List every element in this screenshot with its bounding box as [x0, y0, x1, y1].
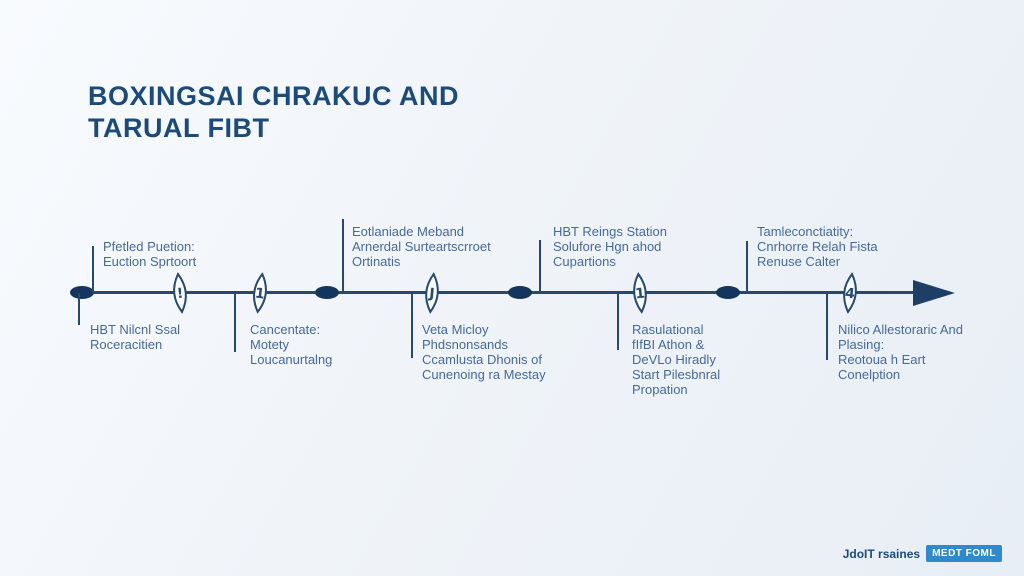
timeline-node: [70, 286, 94, 299]
timeline-node: [315, 286, 339, 299]
marker-glyph: 1: [254, 285, 266, 302]
page-title-line-1: BOXINGSAI CHRAKUC AND: [88, 81, 460, 111]
page-title-line-2: TARUAL FIBT: [88, 113, 270, 144]
timeline-top-label: HBT Reings Station Solufore Hgn ahod Cup…: [553, 224, 667, 269]
connector-tick-down: [826, 293, 828, 360]
milestone-marker-icon: J: [425, 272, 439, 314]
timeline-top-label: Tamleconctiatity: Cnrhorre Relah Fista R…: [757, 224, 878, 269]
label-line: Solufore Hgn ahod: [553, 239, 662, 254]
footer: JdoIT rsaines MEDT FOML: [843, 545, 1002, 562]
label-line: Eotlaniade Meband: [352, 224, 465, 239]
label-line: Pfetled Puetion:: [103, 239, 195, 254]
timeline-top-label: Eotlaniade Meband Arnerdal Surteartscrro…: [352, 224, 491, 269]
timeline-bottom-label: Nilico Allestoraric And Plasing: Reotoua…: [838, 322, 963, 382]
label-line: Propation: [632, 382, 688, 397]
timeline-node: [716, 286, 740, 299]
label-line: Tamleconctiatity:: [757, 224, 854, 239]
label-line: Loucanurtalng: [250, 352, 333, 367]
label-line: Ccamlusta Dhonis of: [422, 352, 542, 367]
label-line: fIfBI Athon &: [632, 337, 705, 352]
footer-badge: MEDT FOML: [926, 545, 1002, 562]
connector-tick-up: [92, 246, 94, 293]
milestone-marker-icon: 1: [253, 272, 267, 314]
label-line: Ortinatis: [352, 254, 401, 269]
timeline-axis: [72, 291, 917, 294]
marker-glyph: 1: [635, 286, 646, 303]
label-line: Cnrhorre Relah Fista: [757, 239, 878, 254]
connector-tick-down: [411, 293, 413, 358]
connector-tick-up: [539, 240, 541, 293]
label-line: Rasulational: [632, 322, 704, 337]
connector-tick-down: [78, 293, 80, 325]
marker-glyph: J: [428, 286, 436, 302]
timeline-bottom-label: Veta Micloy Phdsnonsands Ccamlusta Dhoni…: [422, 322, 546, 382]
label-line: HBT Nilcnl Ssal: [90, 322, 181, 337]
label-line: Reotoua h Eart: [838, 352, 926, 367]
label-line: DeVLo Hiradly: [632, 352, 716, 367]
milestone-marker-icon: 1: [633, 272, 647, 314]
connector-tick-down: [234, 293, 236, 352]
label-line: Motety: [250, 337, 290, 352]
label-line: Cunenoing ra Mestay: [422, 367, 546, 382]
connector-tick-down: [617, 293, 619, 350]
label-line: Roceracitien: [90, 337, 163, 352]
connector-tick-up: [342, 219, 344, 293]
label-line: Arnerdal Surteartscrroet: [352, 239, 491, 254]
timeline-bottom-label: HBT Nilcnl Ssal Roceracitien: [90, 322, 180, 352]
page-title: BOXINGSAI CHRAKUC AND TARUAL FIBT: [88, 80, 568, 145]
marker-glyph: !: [176, 286, 184, 303]
timeline-bottom-label: Cancentate: Motety Loucanurtalng: [250, 322, 332, 367]
milestone-marker-icon: !: [173, 272, 187, 314]
connector-tick-up: [746, 241, 748, 293]
timeline-arrow-icon: [913, 280, 955, 306]
timeline-node: [508, 286, 532, 299]
timeline-top-label: Pfetled Puetion: Euction Sprtoort: [103, 239, 196, 269]
footer-credit: JdoIT rsaines: [842, 546, 921, 561]
label-line: Renuse Calter: [757, 254, 841, 269]
label-line: HBT Reings Station: [553, 224, 667, 239]
label-line: Plasing:: [838, 337, 885, 352]
label-line: Start Pilesbnral: [632, 367, 721, 382]
label-line: Euction Sprtoort: [103, 254, 197, 269]
timeline-bottom-label: Rasulational fIfBI Athon & DeVLo Hiradly…: [632, 322, 720, 397]
label-line: Veta Micloy: [422, 322, 489, 337]
label-line: Nilico Allestoraric And: [838, 322, 963, 337]
label-line: Cancentate:: [250, 322, 321, 337]
marker-glyph: 4: [844, 286, 856, 303]
label-line: Cupartions: [553, 254, 616, 269]
label-line: Phdsnonsands: [422, 337, 509, 352]
milestone-marker-icon: 4: [843, 272, 857, 314]
label-line: Conelption: [838, 367, 901, 382]
